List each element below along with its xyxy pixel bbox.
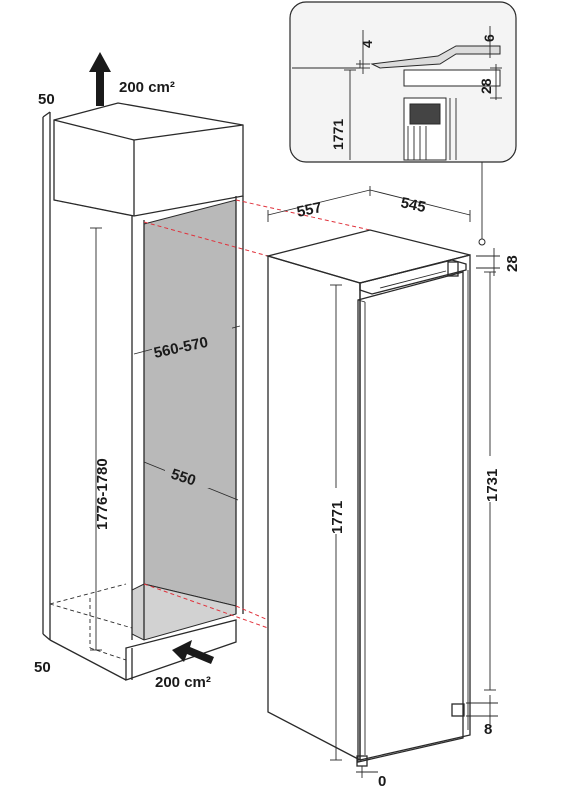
gap-bottom-label: 50 bbox=[34, 659, 51, 676]
vent-top: 200 cm² bbox=[89, 52, 175, 106]
appliance-width-label: 557 bbox=[295, 199, 323, 221]
niche-back-wall bbox=[143, 199, 237, 607]
arrow-in-icon bbox=[172, 640, 214, 664]
appliance bbox=[265, 229, 471, 767]
vent-top-label: 200 cm² bbox=[119, 79, 175, 96]
callout-gap-c-label: 28 bbox=[478, 78, 494, 94]
body-height-label: 1731 bbox=[484, 469, 501, 502]
gap-top-label: 50 bbox=[38, 91, 55, 108]
plinth bbox=[125, 619, 237, 681]
appliance-door bbox=[357, 271, 464, 763]
cabinet-niche bbox=[42, 102, 244, 681]
foot-offset-dimension: 0 bbox=[356, 766, 386, 788]
callout-gap-a-label: 4 bbox=[359, 40, 375, 48]
vent-bottom: 200 cm² bbox=[155, 640, 214, 691]
foot-height-dimension: 8 bbox=[466, 695, 498, 738]
top-offset-dimension: 28 bbox=[476, 248, 521, 276]
arrow-up-icon bbox=[89, 52, 111, 106]
callout-gap-b-label: 6 bbox=[481, 34, 497, 42]
detail-callout: 4 6 28 1771 bbox=[289, 1, 517, 246]
foot-height-label: 8 bbox=[484, 721, 492, 738]
niche-height-dimension: 1776-1780 bbox=[90, 227, 111, 651]
appliance-depth-label: 545 bbox=[399, 194, 427, 216]
niche-depth-dimension: 550 bbox=[143, 461, 239, 501]
foot-offset-label: 0 bbox=[378, 773, 386, 788]
body-height-dimension: 1731 bbox=[482, 271, 501, 691]
appliance-height-dimension: 1771 bbox=[328, 284, 346, 761]
top-offset-label: 28 bbox=[504, 255, 521, 272]
callout-height-label: 1771 bbox=[330, 119, 346, 150]
alignment-guides bbox=[143, 199, 371, 629]
niche-height-label: 1776-1780 bbox=[94, 458, 111, 530]
appliance-top-dimensions: 557 545 bbox=[267, 186, 471, 222]
appliance-height-label: 1771 bbox=[329, 501, 346, 534]
vent-bottom-label: 200 cm² bbox=[155, 674, 211, 691]
top-cabinet bbox=[53, 102, 244, 217]
niche-depth-label: 550 bbox=[169, 466, 198, 490]
